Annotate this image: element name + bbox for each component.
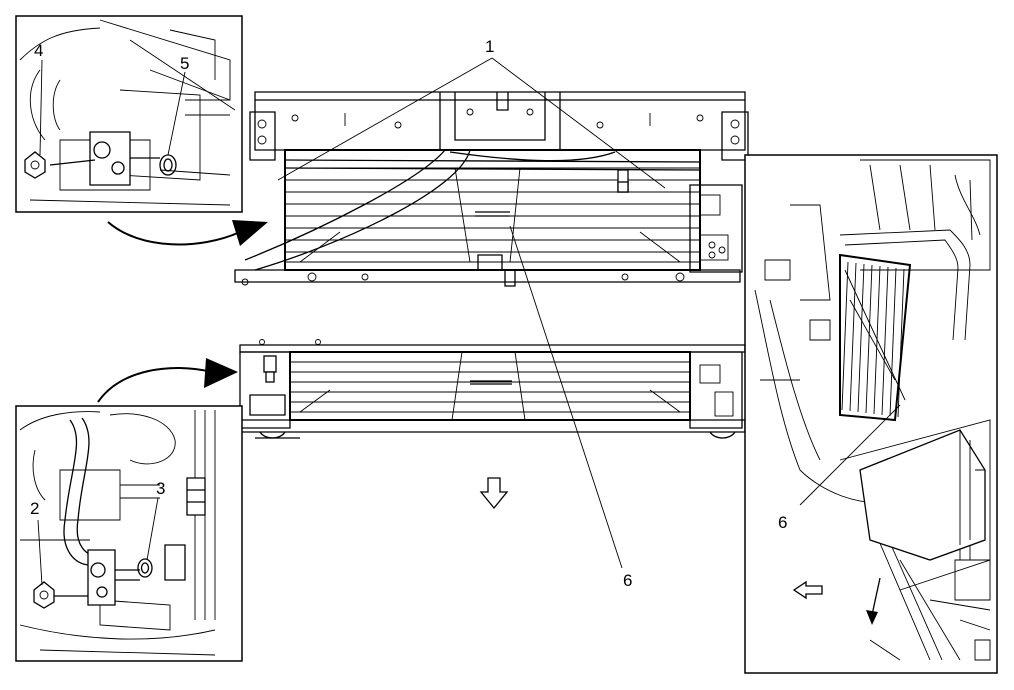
callout-2: 2 (30, 499, 39, 518)
inset-right: 6 (744, 154, 998, 674)
inset-lower-left: 2 3 (15, 405, 243, 662)
upper-frame-assembly (234, 91, 749, 287)
callout-1-group: 1 (277, 37, 666, 189)
callout-6-inset: 6 (778, 513, 787, 532)
direction-arrow-left-icon (792, 580, 823, 600)
callout-6-main: 6 (623, 571, 632, 590)
direction-arrow-down-thin-icon (866, 577, 881, 625)
callout-3: 3 (156, 479, 165, 498)
callout-1: 1 (485, 37, 494, 56)
direction-arrow-down-icon (479, 477, 509, 510)
curved-arrow-lower-icon (97, 358, 238, 403)
callout-6-main-group: 6 (509, 225, 632, 590)
lower-radiator-assembly (239, 339, 746, 439)
callout-5: 5 (180, 54, 189, 73)
curved-arrow-upper-icon (107, 220, 268, 246)
callout-4: 4 (34, 41, 43, 60)
inset-upper-left: 4 5 (15, 15, 243, 213)
